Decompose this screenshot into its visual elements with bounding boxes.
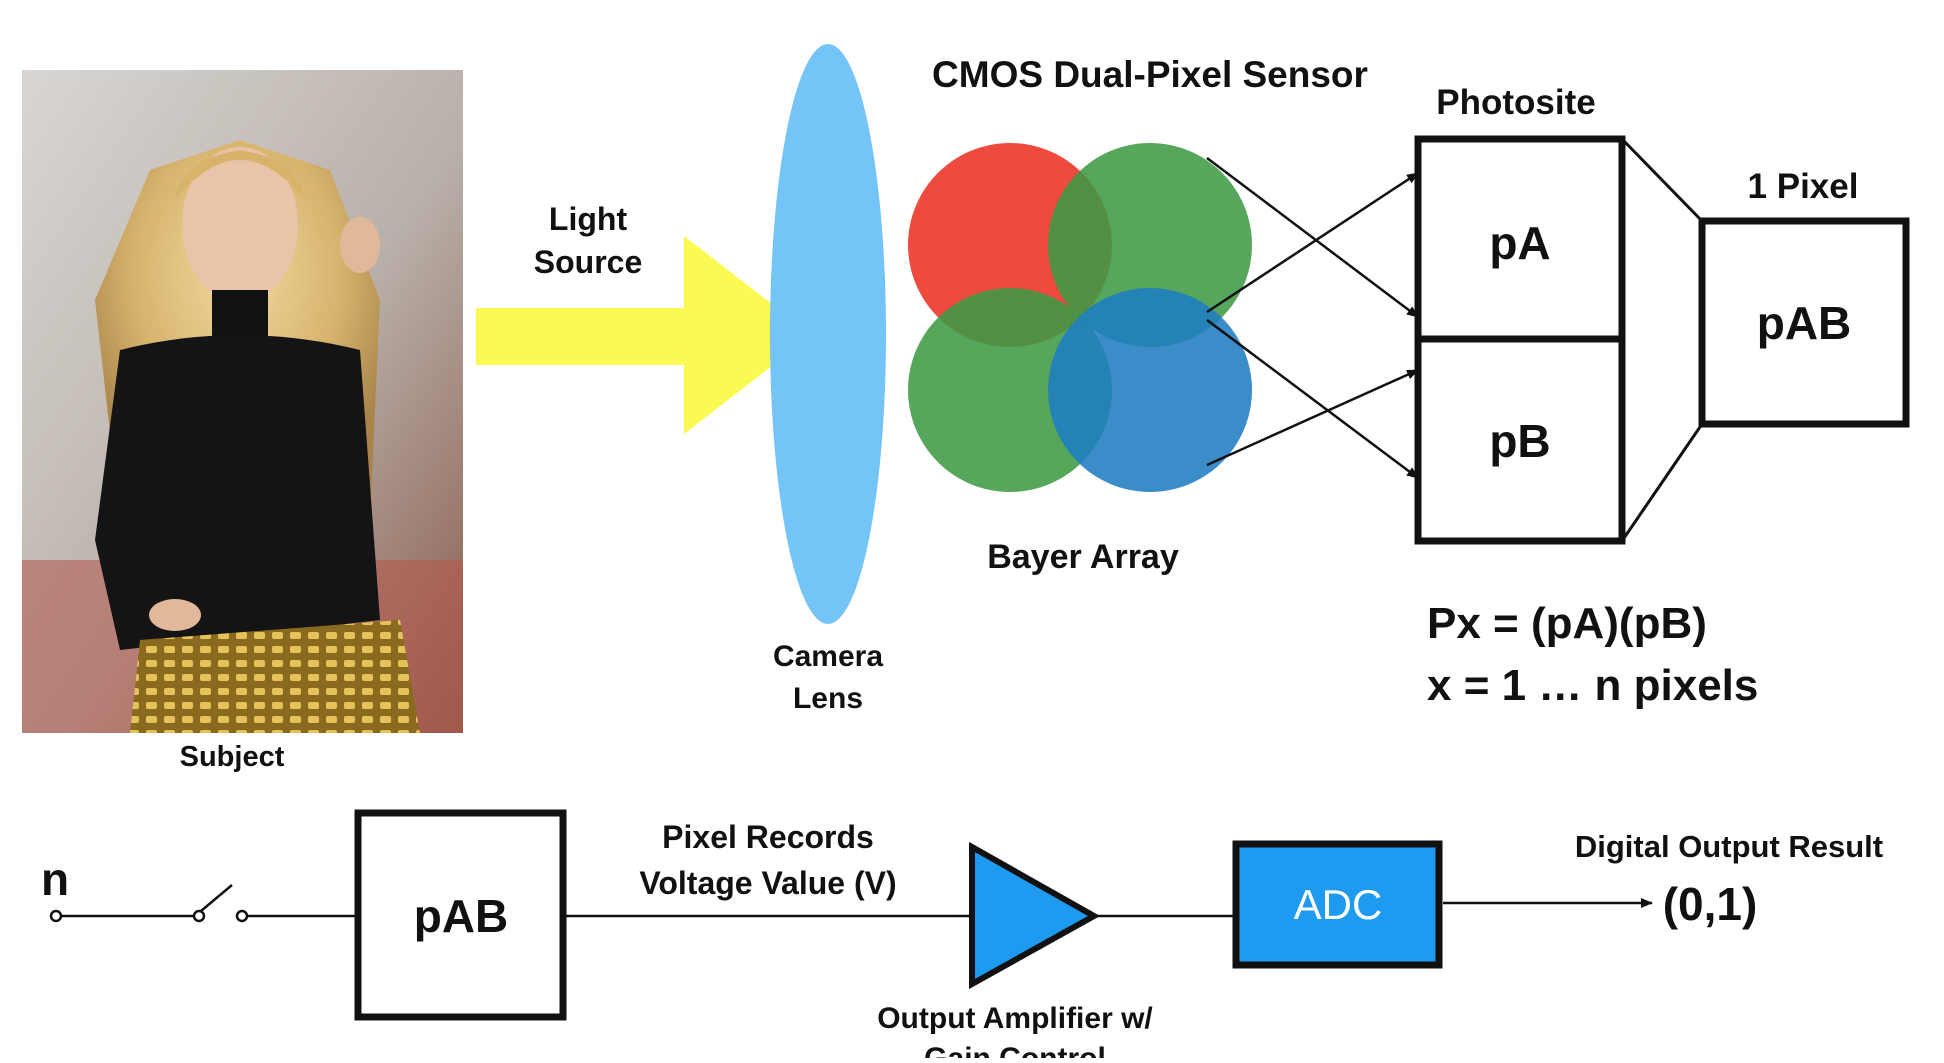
bayer-blue-circle bbox=[1048, 288, 1252, 492]
circuit-pab-label: pAB bbox=[414, 890, 509, 942]
switch-input-terminal bbox=[49, 909, 63, 923]
photosite-to-pixel-bottom bbox=[1620, 423, 1704, 542]
output-title: Digital Output Result bbox=[1575, 829, 1883, 864]
arrow-to-pb-mid bbox=[1206, 368, 1419, 467]
subject-neck bbox=[212, 290, 268, 340]
subject-bangs bbox=[175, 150, 305, 200]
formula-line2: x = 1 … n pixels bbox=[1427, 661, 1758, 710]
pixel-box bbox=[1698, 217, 1910, 428]
subject-top bbox=[95, 335, 380, 650]
voltage-label-line1: Pixel Records bbox=[662, 819, 874, 855]
voltage-label-line2: Voltage Value (V) bbox=[639, 865, 896, 901]
arrow-to-pb-lower bbox=[1206, 318, 1419, 480]
subject-caption: Subject bbox=[180, 741, 285, 773]
photosite-pa-label: pA bbox=[1489, 217, 1550, 269]
subject-face bbox=[182, 147, 298, 303]
adc-box bbox=[1232, 840, 1443, 969]
pixel-title: 1 Pixel bbox=[1748, 167, 1859, 206]
photosite-pb-box bbox=[1414, 335, 1626, 545]
output-value: (0,1) bbox=[1663, 878, 1758, 930]
subject-hand bbox=[149, 599, 201, 631]
adc-label: ADC bbox=[1294, 881, 1383, 928]
light-label-line1: Light bbox=[549, 201, 628, 237]
circuit-input-label: n bbox=[41, 853, 69, 905]
subject-photo bbox=[22, 70, 463, 733]
subject-raised-hand bbox=[340, 217, 380, 273]
switch-lever bbox=[200, 884, 233, 912]
arrow-to-pb-upper bbox=[1206, 157, 1419, 318]
subject-skirt bbox=[130, 620, 420, 733]
bayer-green-circle-top bbox=[1048, 143, 1252, 347]
camera-lens bbox=[770, 44, 886, 624]
bayer-green-circle-bottom bbox=[908, 288, 1112, 492]
bayer-red-circle bbox=[908, 143, 1112, 347]
formula-line1: Px = (pA)(pB) bbox=[1427, 599, 1707, 648]
arrow-to-pa bbox=[1206, 171, 1419, 314]
circuit-pab-box bbox=[354, 809, 567, 1021]
pixel-label: pAB bbox=[1757, 297, 1852, 349]
lens-label-line2: Lens bbox=[793, 682, 863, 715]
photosite-title: Photosite bbox=[1436, 83, 1595, 122]
light-arrow bbox=[476, 236, 812, 434]
photosite-to-pixel-top bbox=[1620, 137, 1704, 223]
amp-label-line1: Output Amplifier w/ bbox=[877, 1002, 1153, 1035]
bayer-array bbox=[908, 143, 1252, 492]
output-amplifier bbox=[969, 841, 1101, 990]
light-label-line2: Source bbox=[534, 244, 642, 280]
switch-right-terminal bbox=[235, 909, 249, 923]
amp-label-line2: Gain Control bbox=[924, 1042, 1106, 1058]
photosite-pb-label: pB bbox=[1489, 415, 1550, 467]
lens-label-line1: Camera bbox=[773, 640, 883, 673]
bayer-label: Bayer Array bbox=[987, 538, 1179, 576]
switch-left-terminal bbox=[192, 909, 206, 923]
sensor-title: CMOS Dual-Pixel Sensor bbox=[932, 54, 1368, 95]
